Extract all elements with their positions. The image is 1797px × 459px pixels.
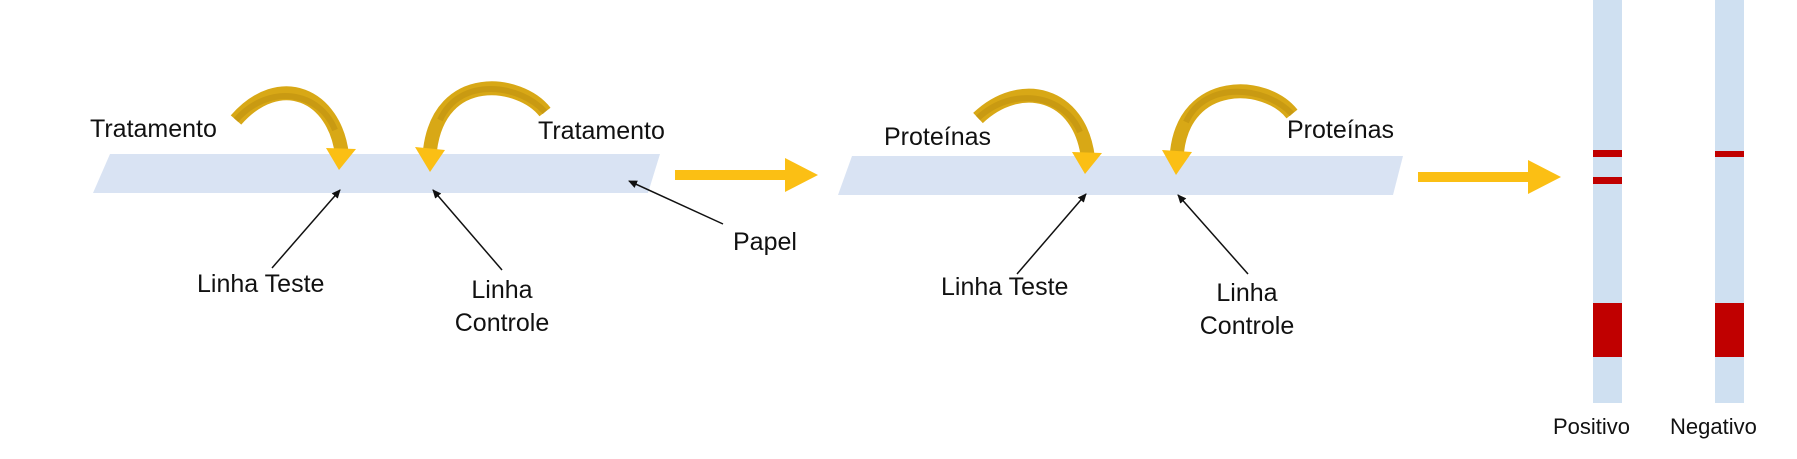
curved-arrow-treatment-left: [230, 86, 356, 170]
pointer-paper: [628, 180, 724, 225]
pointer-test-line-2: [1016, 193, 1087, 275]
label-control-line-2-word2: Controle: [1199, 311, 1295, 340]
label-positive: Positivo: [1553, 414, 1631, 439]
label-control-line-1: Linha Controle: [442, 274, 562, 339]
curved-arrow-proteins-right: [1162, 84, 1298, 175]
control-band-positive: [1593, 177, 1622, 184]
pointer-test-line-1: [271, 189, 341, 269]
label-proteins-left: Proteínas: [884, 123, 992, 151]
result-strip-positive: [1593, 0, 1622, 403]
label-control-line-1-word1: Linha: [471, 276, 533, 304]
label-proteins-right: Proteínas: [1287, 116, 1395, 144]
paper-strip-stage1: [93, 154, 660, 193]
label-negative: Negativo: [1670, 414, 1757, 439]
label-test-line-2: Linha Teste: [941, 273, 1069, 301]
label-test-line-1: Linha Teste: [197, 270, 325, 298]
label-control-line-2: Linha Controle: [1187, 277, 1307, 342]
sample-pad-negative: [1715, 303, 1744, 357]
curved-arrow-proteins-left: [973, 88, 1102, 174]
pointer-control-line-2: [1177, 194, 1249, 275]
flow-arrow-2: [1418, 160, 1561, 194]
result-strip-negative: [1715, 0, 1744, 403]
flow-arrow-1: [675, 158, 818, 192]
control-band-negative: [1715, 151, 1744, 157]
sample-pad-positive: [1593, 303, 1622, 357]
curved-arrow-treatment-right: [415, 81, 551, 172]
paper-strip-stage2: [838, 156, 1403, 195]
label-control-line-2-word1: Linha: [1216, 279, 1278, 307]
label-treatment-left: Tratamento: [90, 115, 217, 143]
test-band-positive: [1593, 150, 1622, 157]
pointer-control-line-1: [432, 189, 503, 271]
label-treatment-right: Tratamento: [538, 117, 665, 145]
label-paper: Papel: [733, 228, 797, 256]
label-control-line-1-word2: Controle: [454, 308, 550, 337]
